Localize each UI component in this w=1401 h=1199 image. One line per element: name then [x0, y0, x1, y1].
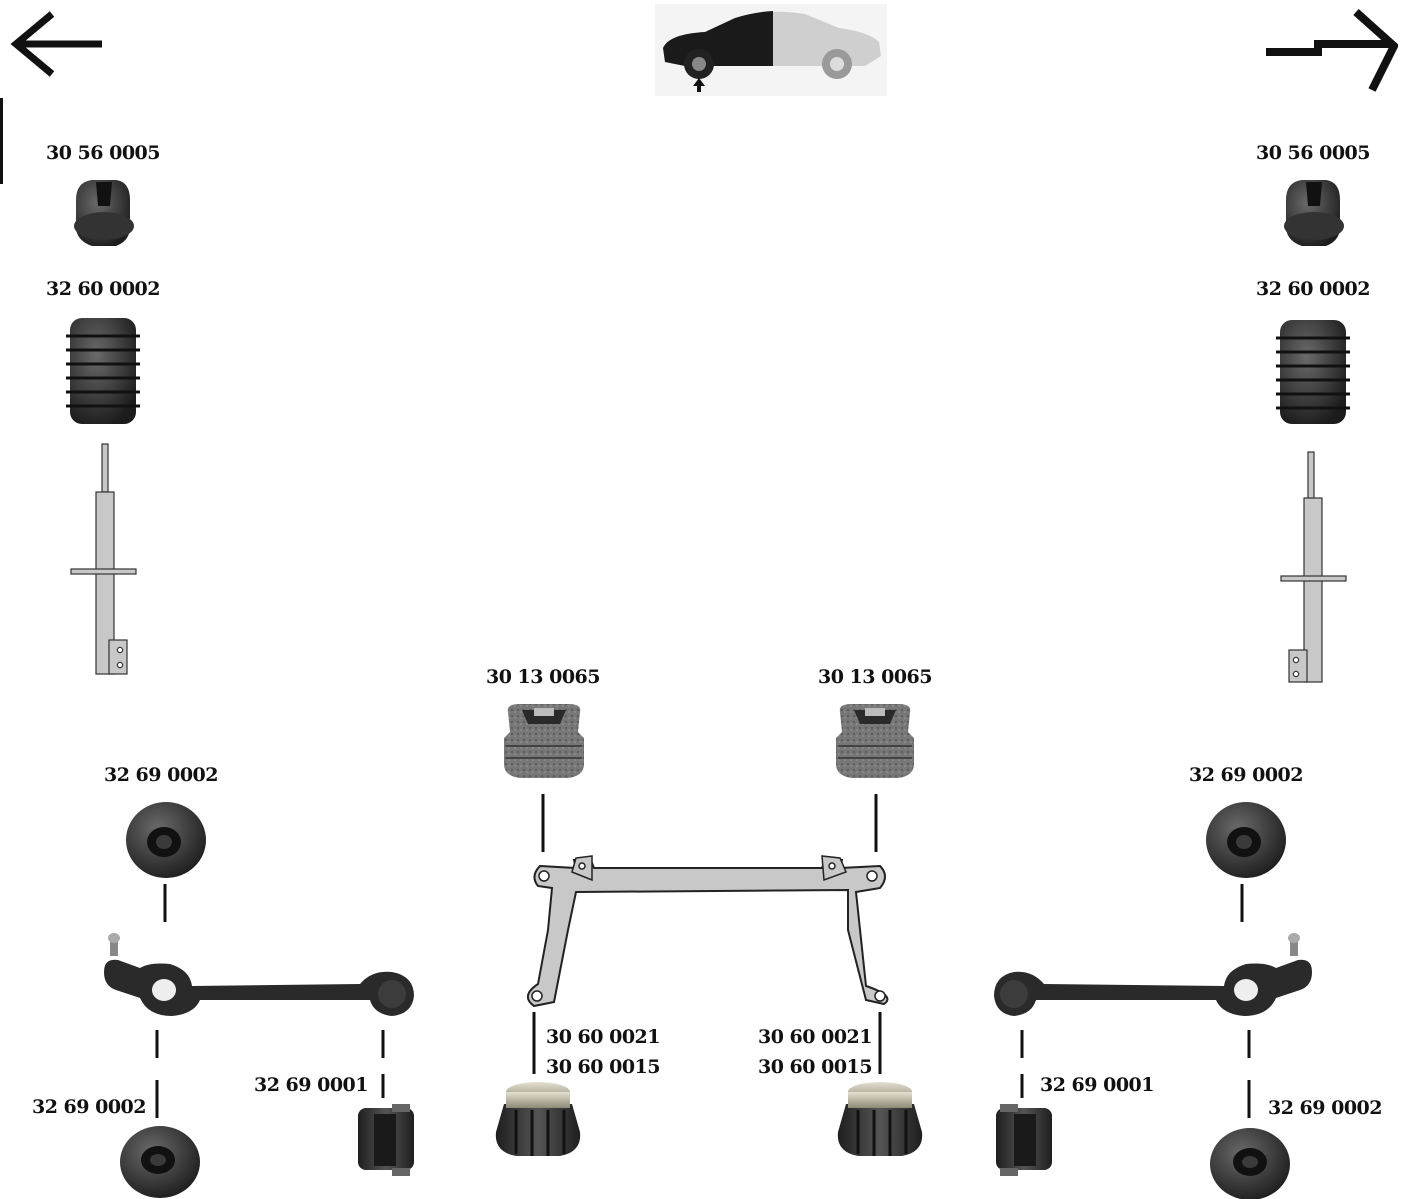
arm-rear-bush-left[interactable]	[358, 1104, 414, 1176]
part-number-arm-rear-bush-right[interactable]: 32 69 0001	[1040, 1074, 1155, 1096]
part-number-boot-right[interactable]: 32 60 0002	[1256, 278, 1371, 300]
part-number-subframe-mount-bottom-left-b[interactable]: 30 60 0015	[546, 1056, 661, 1078]
shock-absorber-left[interactable]	[70, 443, 137, 675]
control-arm-left[interactable]	[104, 933, 414, 1016]
subframe[interactable]	[527, 855, 889, 1008]
arrow-left-icon[interactable]	[8, 10, 104, 78]
part-number-subframe-mount-top-left[interactable]: 30 13 0065	[486, 666, 601, 688]
leader-lines	[155, 794, 1251, 1118]
subframe-mount-top-left[interactable]	[504, 704, 584, 778]
boot-left[interactable]	[66, 318, 140, 424]
part-number-arm-bush-bottom-right[interactable]: 32 69 0002	[1268, 1097, 1383, 1119]
control-arm-right[interactable]	[994, 933, 1312, 1016]
part-number-arm-bush-top-right[interactable]: 32 69 0002	[1189, 764, 1304, 786]
arm-bush-top-right[interactable]	[1206, 802, 1286, 878]
part-number-top-mount-right[interactable]: 30 56 0005	[1256, 142, 1371, 164]
top-mount-left[interactable]	[74, 180, 134, 246]
top-mount-right[interactable]	[1284, 180, 1344, 246]
part-number-arm-bush-bottom-left[interactable]: 32 69 0002	[32, 1096, 147, 1118]
left-edge-marker	[0, 98, 3, 184]
subframe-mount-bottom-left[interactable]	[495, 1082, 581, 1156]
boot-right[interactable]	[1276, 320, 1350, 424]
subframe-mount-bottom-right[interactable]	[837, 1082, 923, 1156]
part-number-subframe-mount-top-right[interactable]: 30 13 0065	[818, 666, 933, 688]
part-number-subframe-mount-bottom-left-a[interactable]: 30 60 0021	[546, 1026, 661, 1048]
part-number-subframe-mount-bottom-right-a[interactable]: 30 60 0021	[758, 1026, 873, 1048]
arm-bush-top-left[interactable]	[126, 802, 206, 878]
subframe-mount-top-right[interactable]	[836, 704, 914, 778]
car-front-axle-icon[interactable]	[655, 4, 887, 96]
arrow-right-icon[interactable]	[1264, 8, 1398, 96]
arm-rear-bush-right[interactable]	[996, 1104, 1052, 1176]
part-number-top-mount-left[interactable]: 30 56 0005	[46, 142, 161, 164]
part-number-arm-rear-bush-left[interactable]: 32 69 0001	[254, 1074, 369, 1096]
arm-bush-bottom-right[interactable]	[1210, 1128, 1290, 1199]
part-number-boot-left[interactable]: 32 60 0002	[46, 278, 161, 300]
part-number-arm-bush-top-left[interactable]: 32 69 0002	[104, 764, 219, 786]
shock-absorber-right[interactable]	[1280, 451, 1347, 683]
part-number-subframe-mount-bottom-right-b[interactable]: 30 60 0015	[758, 1056, 873, 1078]
arm-bush-bottom-left[interactable]	[120, 1126, 200, 1198]
